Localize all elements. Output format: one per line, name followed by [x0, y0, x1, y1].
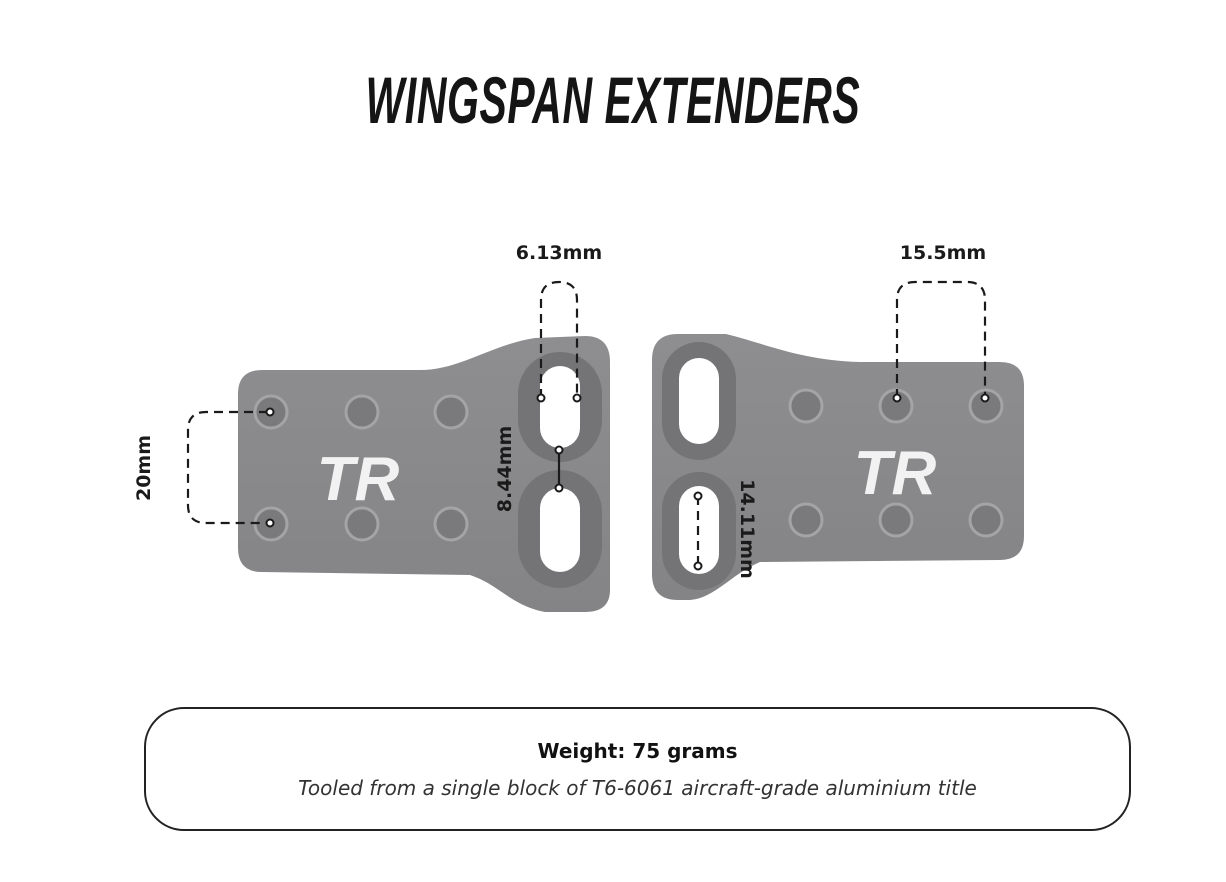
dim-line-slot-width: [539, 280, 579, 398]
right-upper-slot: [679, 358, 719, 444]
label-hole-row-spacing: 20mm: [133, 435, 155, 501]
dimension-lines: [186, 280, 987, 566]
label-slot-width: 6.13mm: [516, 242, 602, 264]
dim-line-hole-column-spacing: [895, 280, 987, 398]
label-slot-spacing: 8.44mm: [494, 426, 516, 512]
left-lower-slot: [540, 488, 580, 572]
info-box: Weight: 75 grams Tooled from a single bl…: [144, 707, 1131, 831]
label-hole-column-spacing: 15.5mm: [900, 242, 986, 264]
left-logo: TR: [317, 445, 400, 514]
weight-text: Weight: 75 grams: [537, 739, 738, 763]
left-extender-plate: TR: [238, 336, 610, 612]
dim-line-hole-row-spacing: [186, 410, 268, 525]
left-plate-holes: [253, 394, 469, 542]
label-slot-length: 14.11mm: [736, 479, 758, 579]
right-plate-body: [652, 334, 1024, 600]
page-title: WINGSPAN EXTENDERS: [365, 63, 861, 137]
right-extender-plate: TR: [652, 334, 1024, 600]
dimension-endpoints: [265, 393, 990, 571]
right-logo: TR: [854, 439, 937, 508]
left-plate-body: [238, 336, 610, 612]
left-upper-slot: [540, 366, 580, 448]
material-text: Tooled from a single block of T6-6061 ai…: [298, 776, 977, 800]
right-plate-holes: [788, 388, 1004, 538]
